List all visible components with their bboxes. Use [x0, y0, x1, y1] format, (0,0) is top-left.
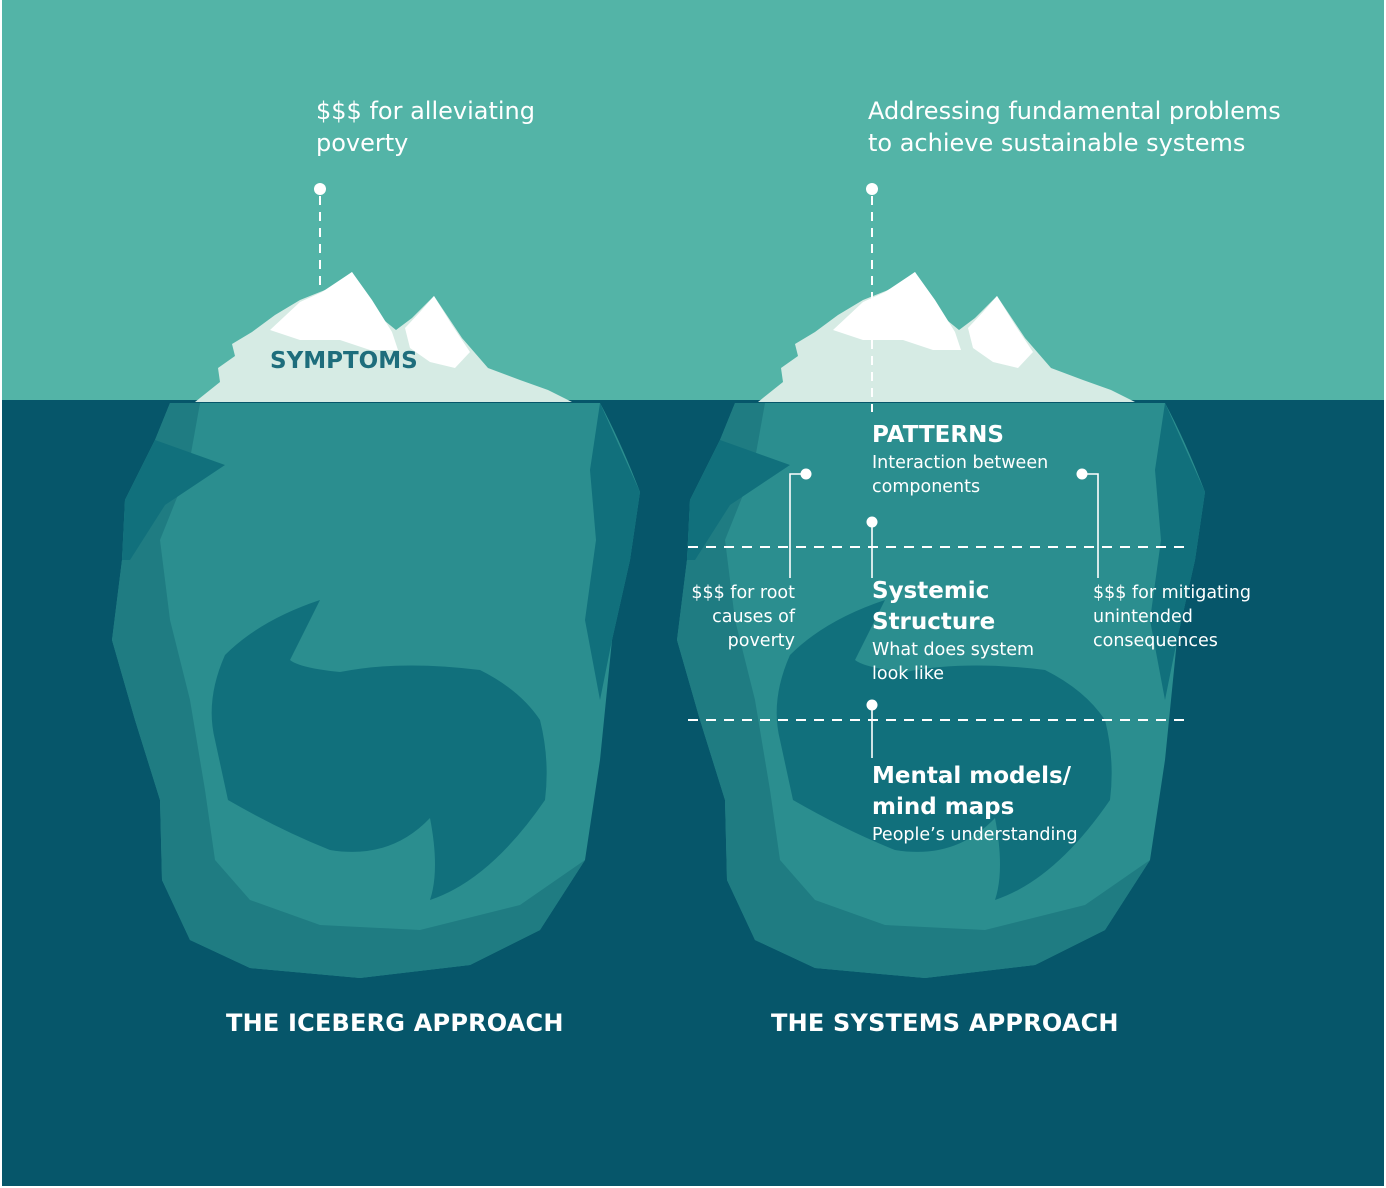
left-note-dot [800, 468, 812, 480]
root-causes-note-line-1: $$$ for root [691, 583, 795, 603]
mitigating-note-line-1: $$$ for mitigating [1093, 583, 1251, 603]
left-caption-line-1: $$$ for alleviating [316, 97, 535, 125]
patterns-description-line-1: Interaction between [872, 453, 1049, 473]
left-underwater-iceberg [112, 403, 640, 978]
mental-models-heading-line-1: Mental models/ [872, 763, 1072, 789]
connector-dots [314, 183, 1088, 711]
right-tip-highlight [833, 272, 961, 350]
iceberg-approach-title: THE ICEBERG APPROACH [226, 1009, 564, 1037]
mitigating-note: $$$ for mitigating unintended consequenc… [1093, 581, 1251, 653]
right-caption: Addressing fundamental problems to achie… [868, 95, 1281, 159]
mitigating-note-line-2: unintended [1093, 607, 1193, 627]
right-caption-dot [866, 183, 878, 195]
root-causes-note-line-3: poverty [727, 631, 795, 651]
symptoms-label: SYMPTOMS [270, 348, 418, 374]
right-iceberg-tip [758, 272, 1135, 402]
structure-heading-line-2: Structure [872, 609, 996, 635]
right-berg-shade-inner [776, 600, 1112, 900]
left-tip-highlight [270, 272, 398, 350]
patterns-description-line-2: components [872, 477, 981, 497]
right-caption-line-1: Addressing fundamental problems [868, 97, 1281, 125]
right-berg-shade-left [687, 440, 790, 560]
right-note-dot [1076, 468, 1088, 480]
left-iceberg-tip [195, 272, 572, 402]
root-causes-note: $$$ for root causes of poverty [691, 581, 795, 653]
structure-description-line-1: What does system [872, 640, 1035, 660]
structure-heading-line-1: Systemic [872, 578, 990, 604]
root-causes-note-line-2: causes of [712, 607, 795, 627]
right-tip-peak [968, 296, 1033, 368]
right-caption-line-2: to achieve sustainable systems [868, 129, 1246, 157]
mental-models-description-line-1: People’s understanding [872, 825, 1078, 845]
left-caption: $$$ for alleviating poverty [316, 95, 535, 159]
mitigating-note-line-3: consequences [1093, 631, 1218, 651]
left-berg-shade-inner [211, 600, 547, 900]
structure-block: Systemic Structure What does system look… [872, 576, 1034, 686]
sky-background [2, 0, 1384, 402]
patterns-heading: PATTERNS [872, 422, 1004, 448]
mental-models-dot [866, 699, 878, 711]
patterns-block: PATTERNS Interaction between components [872, 420, 1048, 499]
structure-dot [866, 516, 878, 528]
mental-models-heading-line-2: mind maps [872, 794, 1015, 820]
left-tip-peak [405, 296, 470, 368]
left-caption-dot [314, 183, 326, 195]
right-berg-shade-right [1150, 403, 1205, 700]
left-caption-line-2: poverty [316, 129, 409, 157]
left-berg-shade-right [585, 403, 640, 700]
left-berg-shade-left [122, 440, 225, 560]
systems-approach-title: THE SYSTEMS APPROACH [771, 1009, 1119, 1037]
mental-models-block: Mental models/ mind maps People’s unders… [872, 761, 1078, 847]
structure-description-line-2: look like [872, 664, 944, 684]
